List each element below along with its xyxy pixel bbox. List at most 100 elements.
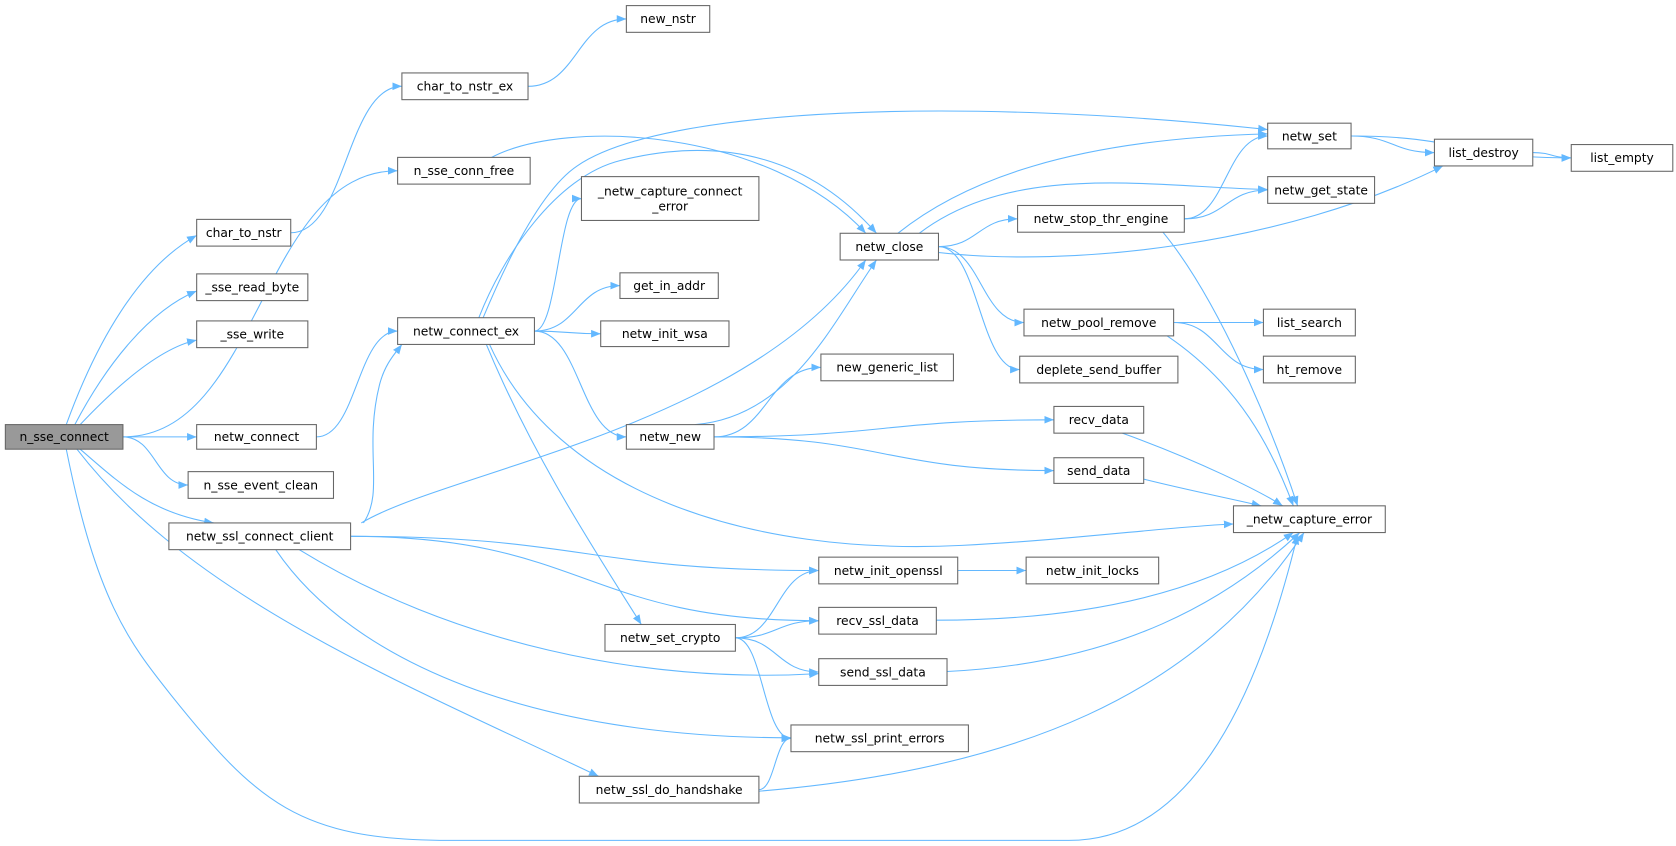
node-netw-stop-thr-engine[interactable]: netw_stop_thr_engine [1017,204,1185,233]
node-label: netw_stop_thr_engine [1034,212,1169,226]
node-netw-capture-connect-error[interactable]: _netw_capture_connect_error [580,176,760,221]
node-label: new_generic_list [836,361,938,375]
edge-recv_ssl_data-to-_netw_capture_error [936,532,1294,621]
node-netw-ssl-do-handshake[interactable]: netw_ssl_do_handshake [578,775,760,804]
edge-netw_set_crypto-to-netw_ssl_print_errors [735,637,792,743]
node-ht-remove[interactable]: ht_remove [1262,355,1356,384]
node-box [790,724,969,753]
edge-netw_ssl_connect_client-to-netw_connect_ex [362,344,403,524]
node-netw-new[interactable]: netw_new [625,424,715,450]
node-box [196,320,309,349]
node-netw-init-wsa[interactable]: netw_init_wsa [600,320,730,348]
node-recv-ssl-data[interactable]: recv_ssl_data [818,606,937,635]
node-netw-init-openssl[interactable]: netw_init_openssl [818,556,959,585]
edge-netw_ssl_do_handshake-to-_netw_capture_error [758,532,1305,792]
edge-char_to_nstr_ex-to-new_nstr [528,15,627,87]
node-new-generic-list[interactable]: new_generic_list [820,353,954,382]
node-box [1017,204,1185,233]
node-netw-set-crypto[interactable]: netw_set_crypto [604,623,736,652]
node-get-in-addr[interactable]: get_in_addr [619,272,719,300]
node-netw-connect[interactable]: netw_connect [196,424,317,450]
node-label: netw_init_wsa [622,327,708,341]
edge-netw_stop_thr_engine-to-netw_set [1184,132,1268,220]
node-netw-ssl-print-errors[interactable]: netw_ssl_print_errors [790,724,969,753]
node-netw-set[interactable]: netw_set [1267,122,1352,150]
node-box [1267,176,1376,204]
edge-netw_connect_ex-to-_netw_capture_connect_error [534,194,582,332]
node-recv-data[interactable]: recv_data [1053,405,1145,434]
node-list-empty[interactable]: list_empty [1570,144,1674,172]
node-char-to-nstr[interactable]: char_to_nstr [196,218,292,247]
node-new-nstr[interactable]: new_nstr [625,5,711,33]
edge-char_to_nstr-to-char_to_nstr_ex [290,82,402,234]
node-box [401,72,529,101]
node-label: _netw_capture_error [1246,512,1373,526]
node-n-sse-connect[interactable]: n_sse_connect [4,424,124,450]
node-sse-read-byte[interactable]: _sse_read_byte [196,273,309,302]
node-list-search[interactable]: list_search [1262,308,1356,337]
node-send-ssl-data[interactable]: send_ssl_data [818,658,948,686]
node-label: _sse_read_byte [204,281,299,295]
edge-netw_new-to-new_generic_list [714,363,821,438]
node-box [625,424,715,450]
node-label: list_search [1277,316,1342,330]
node-label: netw_get_state [1274,183,1368,197]
edge-netw_close-to-netw_set [897,130,1268,234]
edge-netw_close-to-deplete_send_buffer [938,246,1020,374]
edge-n_sse_connect-to-n_sse_conn_free [122,166,398,438]
node-label: netw_new [639,430,701,444]
node-label: netw_init_locks [1046,564,1139,578]
node-box [196,218,292,247]
node-box [818,606,937,635]
edge-netw_close-to-netw_pool_remove [938,246,1024,327]
node-netw-close[interactable]: netw_close [839,232,940,261]
node-deplete-send-buffer[interactable]: deplete_send_buffer [1019,355,1179,384]
node-box [187,471,335,499]
node-box [1023,308,1175,337]
edge-n_sse_conn_free-to-netw_close [491,135,867,234]
node-label: netw_connect_ex [413,324,519,338]
node-label: recv_ssl_data [836,614,919,628]
node-box [818,658,948,686]
edge-send_data-to-_netw_capture_error [1143,478,1262,508]
edge-netw_ssl_connect_client-to-send_ssl_data [299,549,819,679]
edge-netw_ssl_do_handshake-to-netw_ssl_print_errors [758,734,792,791]
node-label: char_to_nstr [206,226,283,240]
edge-netw_connect_ex-to-netw_new [534,330,627,441]
node-box [397,156,531,185]
node-netw-init-locks[interactable]: netw_init_locks [1025,556,1160,585]
node-box [600,320,730,348]
node-label: netw_ssl_print_errors [815,732,945,746]
node-box [818,556,959,585]
node-netw-get-state[interactable]: netw_get_state [1267,176,1376,204]
node-n-sse-event-clean[interactable]: n_sse_event_clean [187,471,335,499]
node-box [619,272,719,300]
node-char-to-nstr-ex[interactable]: char_to_nstr_ex [401,72,529,101]
node-netw-connect-ex[interactable]: netw_connect_ex [397,317,535,345]
node-label: send_ssl_data [840,665,926,679]
node-netw-pool-remove[interactable]: netw_pool_remove [1023,308,1175,337]
node-label: ht_remove [1277,363,1342,377]
node-netw-ssl-connect-client[interactable]: netw_ssl_connect_client [168,522,352,551]
node-label: n_sse_connect [19,430,109,444]
edge-n_sse_connect-to-_sse_read_byte [74,290,197,425]
node-netw-capture-error[interactable]: _netw_capture_error [1232,505,1386,534]
node-box [625,5,711,33]
edge-n_sse_connect-to-_sse_write [79,338,197,425]
node-list-destroy[interactable]: list_destroy [1433,138,1534,167]
edge-netw_ssl_connect_client-to-netw_init_openssl [350,535,819,575]
node-box [604,623,736,652]
node-label: netw_set_crypto [620,631,720,645]
node-n-sse-conn-free[interactable]: n_sse_conn_free [397,156,531,185]
edge-netw_ssl_connect_client-to-netw_ssl_print_errors [275,549,791,742]
node-label: n_sse_event_clean [204,478,319,492]
node-sse-write[interactable]: _sse_write [196,320,309,349]
node-box [397,317,535,345]
node-send-data[interactable]: send_data [1053,457,1145,484]
node-label: list_empty [1590,151,1654,165]
edge-netw_set_crypto-to-recv_ssl_data [735,616,819,639]
edge-netw_set_crypto-to-netw_init_openssl [735,566,819,639]
edge-netw_new-to-netw_close [694,259,877,426]
node-box [820,353,954,382]
